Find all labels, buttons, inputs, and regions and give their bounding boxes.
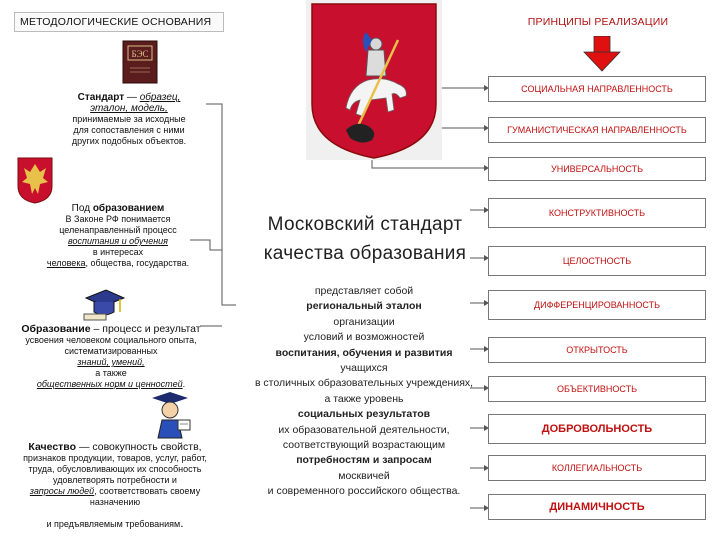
education-line2: в интересах [92,247,144,257]
kachestvo-definition: Качество — совокупность свойств, признак… [14,442,216,530]
principle-box: КОНСТРУКТИВНОСТЬ [488,198,706,228]
kachestvo-end: . [180,516,184,530]
principle-box: ГУМАНИСТИЧЕСКАЯ НАПРАВЛЕННОСТЬ [488,117,706,143]
svg-text:БЭС: БЭС [131,49,148,59]
principle-box: ЦЕЛОСТНОСТЬ [488,246,706,276]
kachestvo-rest: — совокупность свойств, [76,441,202,453]
education-line3: , общества, государства. [85,258,190,268]
moscow-coat-of-arms-icon [306,0,442,160]
education-em2: человека [46,258,86,268]
graduation-cap-icon [82,286,126,322]
down-arrow-icon [582,35,622,72]
principle-box: ОБЪЕКТИВНОСТЬ [488,376,706,402]
kachestvo-em: запросы людей [29,486,95,496]
center-desc-line: социальных результатов [297,408,431,421]
encyclopedia-book-icon: БЭС [122,40,158,84]
center-desc-line: потребностям и запросам [296,454,432,467]
standart-term: Стандарт [77,92,125,103]
center-desc-line: условий и возможностей [303,331,425,344]
standart-dash: — [124,92,140,103]
standart-definition: Стандарт — образец, эталон, модель, прин… [40,92,218,147]
header-methodological-foundations: МЕТОДОЛОГИЧЕСКИЕ ОСНОВАНИЯ [14,12,224,32]
center-desc-line: и современного российского общества. [267,485,461,498]
obrazovanie-line1: усвоения человеком социального опыта, си… [25,335,197,356]
header-implementation-principles: ПРИНЦИПЫ РЕАЛИЗАЦИИ [527,16,669,28]
principle-box: КОЛЛЕГИАЛЬНОСТЬ [488,455,706,481]
standart-em1: образец, [139,92,181,103]
obrazovanie-em1: знаний, умений, [77,357,145,367]
obrazovanie-definition: Образование – процесс и результат усвоен… [6,324,216,390]
obrazovanie-rest: – процесс и результат [90,323,201,335]
obrazovanie-end: . [182,379,186,389]
center-desc-line: в столичных образовательных учреждениях, [254,377,474,390]
center-desc-line: их образовательной деятельности, [278,423,450,436]
center-desc-line: региональный эталон [306,300,422,313]
standart-rest: принимаемые за исходные для сопоставлени… [71,114,187,146]
center-desc-line: соответствующий возрастающим [282,439,446,452]
kachestvo-line1: признаков продукции, товаров, услуг, раб… [23,453,207,485]
center-title-line2: качества образования [263,243,467,264]
russian-coat-of-arms-icon [16,156,54,204]
center-desc-line: представляет собой [314,285,414,297]
standart-em2: эталон, модель, [90,103,168,114]
education-pre: Под [71,203,93,214]
kachestvo-line2: , соответствовать своему назначению [89,486,201,507]
principle-box: СОЦИАЛЬНАЯ НАПРАВЛЕННОСТЬ [488,76,706,102]
professor-figure-icon [146,390,194,440]
principle-box: ДИФФЕРЕНЦИРОВАННОСТЬ [488,290,706,320]
education-line1: В Законе РФ понимается целенаправленный … [59,214,177,235]
center-desc-line: организации [333,315,395,328]
education-law-definition: Под образованием В Законе РФ понимается … [30,203,206,269]
obrazovanie-em2: общественных норм и ценностей [36,379,183,389]
kachestvo-term: Качество [28,441,77,453]
principle-box: ДОБРОВОЛЬНОСТЬ [488,414,706,444]
education-term: образованием [92,203,165,214]
center-desc-line: учащихся [340,362,388,375]
center-title-line1: Московский стандарт [267,214,463,235]
obrazovanie-line2: а также [95,368,127,378]
kachestvo-line3: и предъявляемым требованиям [46,519,181,529]
center-description: представляет собой региональный эталон орг… [232,284,496,500]
principle-box: УНИВЕРСАЛЬНОСТЬ [488,157,706,181]
center-desc-line: а также уровень [324,392,404,405]
education-em: воспитания и обучения [68,236,168,246]
obrazovanie-term: Образование [21,323,91,335]
principle-box: ДИНАМИЧНОСТЬ [488,494,706,520]
center-desc-line: москвичей [338,469,390,482]
principle-box: ОТКРЫТОСТЬ [488,337,706,363]
center-desc-line: воспитания, обучения и развития [275,346,453,359]
stray-dot: . [114,376,118,390]
